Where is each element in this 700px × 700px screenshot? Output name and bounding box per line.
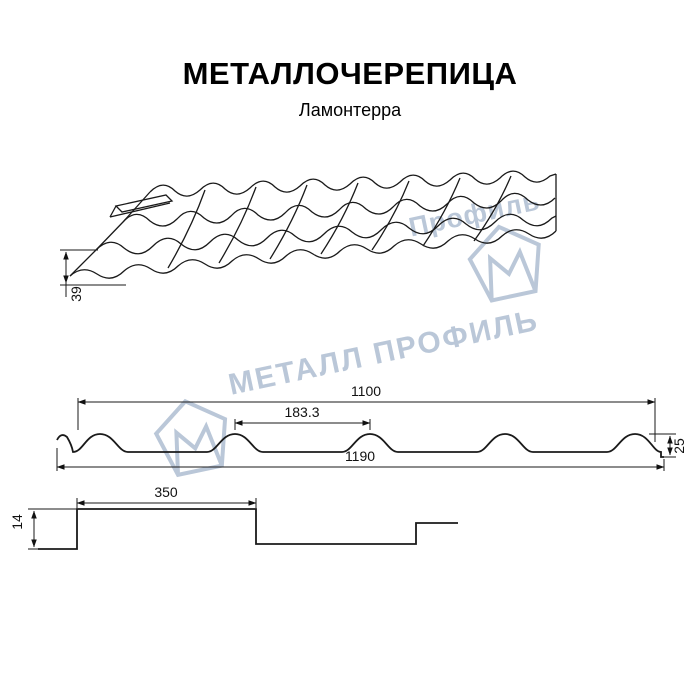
dimension-350: 350 xyxy=(76,484,257,508)
page-title: МЕТАЛЛОЧЕРЕПИЦА xyxy=(182,56,518,91)
tile-row-line-1 xyxy=(122,192,556,227)
step-profile-view: 350 14 xyxy=(9,484,458,550)
dimension-14: 14 xyxy=(9,508,77,550)
tile-column-line xyxy=(473,175,512,242)
page-subtitle: Ламонтерра xyxy=(298,100,402,120)
ridge-flashing-strip xyxy=(114,194,174,213)
dimension-label-183: 183.3 xyxy=(284,404,319,420)
dimension-39: 39 xyxy=(60,249,126,302)
logo-m-fold xyxy=(174,421,224,475)
dimension-183: 183.3 xyxy=(234,404,371,430)
logo-pentagon-outline xyxy=(153,398,228,478)
sheet-bottom-edge xyxy=(69,229,557,279)
dimension-1190: 1190 xyxy=(56,448,665,471)
dimension-1100: 1100 xyxy=(77,383,656,442)
tile-column-line xyxy=(218,186,257,264)
logo-pentagon-outline xyxy=(467,224,541,303)
tile-column-line xyxy=(320,182,359,255)
tile-column-line xyxy=(422,177,461,247)
dimension-label-39: 39 xyxy=(68,286,84,302)
ridge-flashing-line xyxy=(109,202,171,218)
dimension-label-14: 14 xyxy=(9,514,25,530)
dimension-label-25: 25 xyxy=(671,438,687,454)
sheet-left-edge xyxy=(69,191,151,277)
perspective-view: 39 xyxy=(60,170,557,302)
tile-column-line xyxy=(269,184,308,260)
tile-column-line xyxy=(167,189,206,269)
watermark-middle: МЕТАЛЛ ПРОФИЛЬ xyxy=(135,304,542,493)
watermark-top-right: Профиль xyxy=(406,165,654,320)
metall-profil-logo-icon xyxy=(153,398,228,478)
dimension-label-350: 350 xyxy=(154,484,178,500)
dimension-25: 25 xyxy=(649,433,687,458)
sheet-top-edge xyxy=(149,170,557,197)
dimension-label-1100: 1100 xyxy=(351,383,381,399)
metall-profil-logo-icon xyxy=(467,224,541,303)
dimension-label-1190: 1190 xyxy=(345,448,375,464)
profile-outline xyxy=(56,433,664,458)
logo-m-fold xyxy=(487,247,538,301)
tile-column-line xyxy=(371,180,410,251)
step-profile-outline xyxy=(38,508,458,550)
cross-section-view: 1100 183.3 25 1190 xyxy=(56,383,687,471)
tile-row-line-2 xyxy=(95,213,557,255)
